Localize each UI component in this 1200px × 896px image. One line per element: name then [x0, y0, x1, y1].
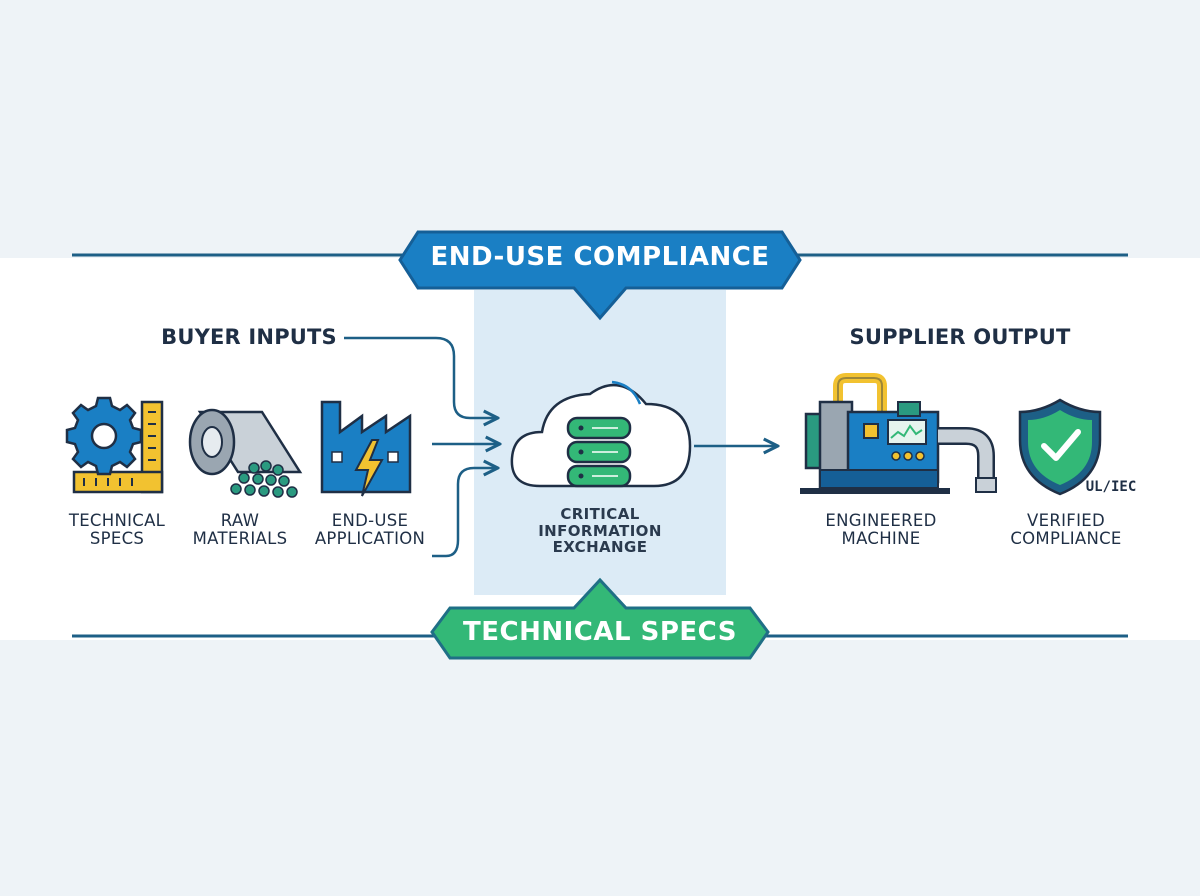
gear-ruler-icon [65, 396, 164, 494]
verified-compliance-line2: COMPLIANCE [1010, 529, 1122, 549]
verified-compliance-line1: VERIFIED [1027, 511, 1105, 530]
top-badge [398, 230, 802, 321]
exchange-line2: INFORMATION [538, 521, 662, 540]
input-arrows [344, 336, 498, 558]
exchange-line3: EXCHANGE [552, 538, 648, 556]
raw-materials-caption: RAW MATERIALS [180, 511, 300, 549]
technical-specs-line1: TECHNICAL [68, 511, 166, 530]
bottom-badge-label: TECHNICAL SPECS [463, 617, 737, 647]
material-roll-icon [188, 408, 303, 498]
verified-compliance-caption: VERIFIED COMPLIANCE [996, 511, 1136, 549]
shield-check-icon [1018, 398, 1102, 496]
information-exchange-caption: CRITICAL INFORMATION EXCHANGE [500, 506, 700, 556]
technical-specs-caption: TECHNICAL SPECS [52, 511, 182, 549]
end-use-application-caption: END-USE APPLICATION [302, 511, 438, 549]
supplier-output-heading: SUPPLIER OUTPUT [849, 325, 1071, 349]
top-badge-label: END-USE COMPLIANCE [430, 242, 770, 272]
buyer-inputs-heading: BUYER INPUTS [161, 325, 337, 349]
end-use-application-line1: END-USE [331, 511, 409, 530]
machine-icon [800, 373, 997, 494]
factory-icon [320, 400, 412, 497]
raw-materials-line1: RAW [220, 511, 260, 530]
engineered-machine-line1: ENGINEERED [825, 511, 937, 530]
raw-materials-line2: MATERIALS [192, 529, 288, 549]
ul-iec-tag: UL/IEC [1085, 479, 1137, 495]
end-use-application-line2: APPLICATION [314, 529, 426, 549]
engineered-machine-line2: MACHINE [841, 529, 921, 549]
technical-specs-line2: SPECS [89, 529, 145, 549]
engineered-machine-caption: ENGINEERED MACHINE [806, 511, 956, 549]
cloud-database-icon [510, 380, 692, 488]
bottom-badge [430, 577, 770, 660]
exchange-line1: CRITICAL [560, 505, 640, 523]
